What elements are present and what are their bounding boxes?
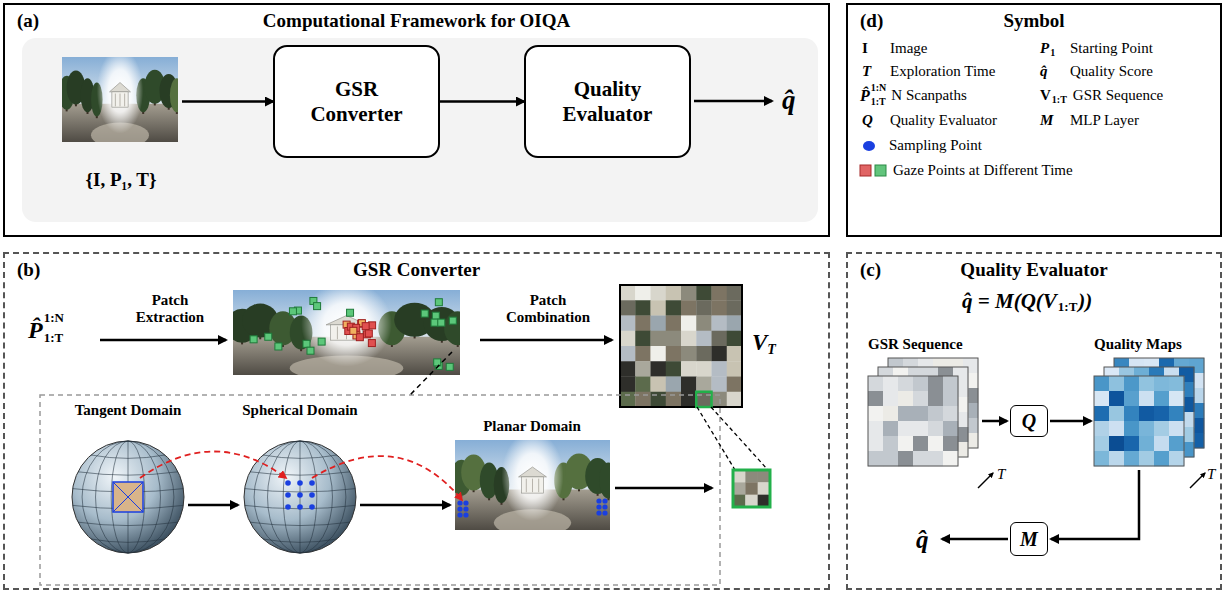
symbol: V xyxy=(1040,87,1051,104)
box-label: Quality Evaluator xyxy=(545,77,670,125)
leader-line xyxy=(711,407,768,470)
flow-arrow xyxy=(1050,420,1091,423)
output-symbol: q̂ xyxy=(916,526,929,554)
extraction-arrow xyxy=(100,339,226,342)
symbol: P̂ xyxy=(860,87,870,105)
subscript: T xyxy=(767,342,776,357)
panorama-image xyxy=(455,440,610,530)
panorama-image xyxy=(233,290,460,375)
time-arrow xyxy=(978,473,993,488)
panel-title: Quality Evaluator xyxy=(960,260,1107,281)
sampling-points xyxy=(285,480,315,510)
flow-arrow xyxy=(982,420,1007,423)
leader-line xyxy=(697,407,735,470)
legend-text: Sampling Point xyxy=(889,137,982,154)
domain-label: Spherical Domain xyxy=(242,402,357,419)
leader-line xyxy=(410,352,452,395)
equation: )) xyxy=(1078,290,1092,313)
gsr-sequence-stack xyxy=(868,358,978,466)
flow-arrow xyxy=(942,538,1008,541)
symbol: I xyxy=(862,40,868,57)
box-label: Q xyxy=(1022,411,1036,431)
symbol-meaning: MLP Layer xyxy=(1070,112,1139,129)
input-image: {I, P₁, T} xyxy=(60,57,182,191)
box-label: M xyxy=(1020,529,1038,549)
step-label: Patch Extraction xyxy=(123,292,218,325)
quality-map-stack xyxy=(1094,358,1204,466)
time-arrow xyxy=(1190,473,1205,488)
projection-curve xyxy=(312,456,462,500)
tangent-patch xyxy=(113,482,143,512)
panel-tag: (a) xyxy=(17,11,39,32)
flow-arrow xyxy=(1051,470,1139,539)
panel-title: GSR Converter xyxy=(353,260,480,281)
axis-label: T xyxy=(997,466,1005,483)
subscript: 1:T xyxy=(871,96,886,107)
gaze-sample xyxy=(860,165,871,176)
symbol-meaning: Exploration Time xyxy=(890,63,995,80)
subscript: 1 xyxy=(1050,47,1055,58)
symbol: M xyxy=(1040,112,1053,129)
input-symbol: P̂ xyxy=(28,317,43,343)
process-box: GSR Converter xyxy=(273,45,440,158)
combination-arrow xyxy=(480,339,612,342)
panel-tag: (c) xyxy=(860,260,881,281)
sphere xyxy=(244,441,356,553)
panorama-image xyxy=(62,57,178,142)
panel-tag: (d) xyxy=(860,11,883,32)
symbol: T xyxy=(862,63,871,80)
panel-title: Symbol xyxy=(1003,11,1064,32)
operator-box: Q xyxy=(1010,405,1048,437)
superscript: 1:N xyxy=(871,82,887,93)
superscript: 1:N xyxy=(44,311,64,325)
symbol-meaning: Starting Point xyxy=(1070,40,1153,57)
symbol-meaning: Quality Score xyxy=(1070,63,1153,80)
domain-label: Planar Domain xyxy=(483,418,581,435)
panel-title: Computational Framework for OIQA xyxy=(263,11,570,32)
equation: q̂ = M(Q(V xyxy=(962,290,1057,313)
subscript: 1:T xyxy=(1058,300,1078,314)
process-box: Quality Evaluator xyxy=(524,45,691,158)
symbol-meaning: Quality Evaluator xyxy=(890,112,997,129)
domain-arrow xyxy=(188,504,238,507)
stack-label: GSR Sequence xyxy=(868,336,963,353)
symbol: Q xyxy=(862,112,873,129)
symbol-meaning: GSR Sequence xyxy=(1073,87,1163,104)
panel: (a) Computational Framework for OIQA {I, P… xyxy=(3,3,830,237)
output-symbol: q̂ xyxy=(782,86,796,116)
stack-label: Quality Maps xyxy=(1094,336,1182,353)
panel: (b) GSR Converter xyxy=(3,252,830,590)
subscript: 1:T xyxy=(1052,94,1067,105)
extracted-patch xyxy=(733,470,770,507)
projection-curve xyxy=(140,452,286,479)
legend-swatch xyxy=(863,141,875,151)
image-caption: {I, P₁, T} xyxy=(60,170,182,191)
gaze-points xyxy=(250,297,456,370)
output-arrow xyxy=(694,100,772,103)
legend-text: Gaze Points at Different Time xyxy=(893,162,1073,179)
subscript: 1:T xyxy=(44,331,64,345)
inner-frame xyxy=(40,395,720,585)
domain-arrow xyxy=(360,504,450,507)
symbol-meaning: Image xyxy=(890,40,927,57)
patch-mosaic xyxy=(620,285,742,407)
panel-ground xyxy=(22,38,818,222)
flow-arrow xyxy=(440,100,524,103)
axis-label: T xyxy=(1207,466,1215,483)
step-label: Patch Combination xyxy=(496,292,601,325)
gaze-sample xyxy=(875,165,886,176)
operator-box: M xyxy=(1010,522,1048,556)
panel-tag: (b) xyxy=(17,260,40,281)
sampling-points xyxy=(457,498,607,517)
sphere xyxy=(72,441,184,553)
output-symbol: V xyxy=(752,330,767,355)
symbol: q̂ xyxy=(1040,63,1048,80)
symbol: P xyxy=(1040,40,1049,57)
symbol-meaning: N Scanpaths xyxy=(891,87,966,104)
flow-arrow xyxy=(182,100,273,103)
domain-arrow xyxy=(615,487,712,490)
domain-label: Tangent Domain xyxy=(75,402,182,419)
box-label: GSR Converter xyxy=(294,77,419,125)
